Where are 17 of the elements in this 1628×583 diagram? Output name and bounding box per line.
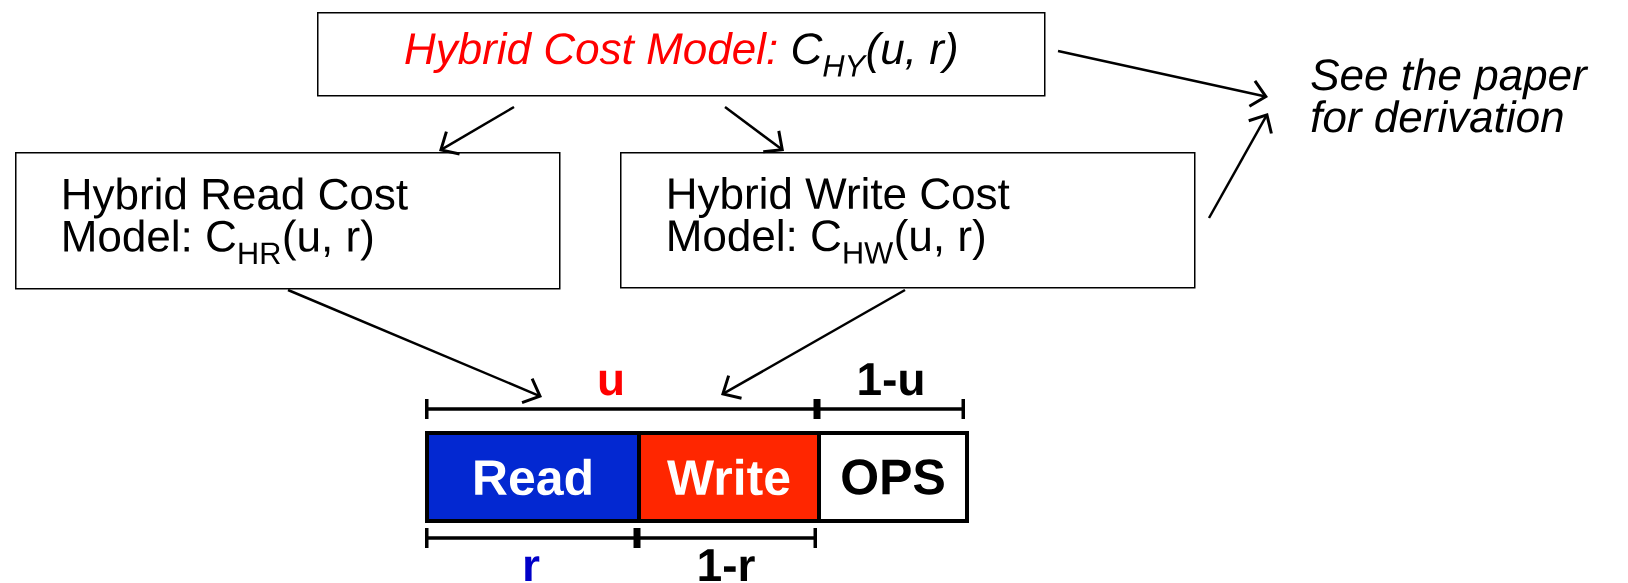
dimension-label: r [525,556,540,581]
arrow [439,105,515,156]
note-text: See the paper for derivation [1311,58,1589,133]
arrow [721,288,906,400]
bar-segment: Read [425,431,641,523]
dimension-label: u [599,370,622,396]
model-box: Hybrid Cost Model: C$_{HY}$(u, r) [317,12,1046,97]
model-box: Hybrid Read Cost Model: C$_{HR}$(u, r) [15,152,561,290]
bar-segment: Write [637,431,821,523]
arrow [1207,113,1273,219]
dimension-label: 1-r [699,549,755,581]
bar-segment: OPS [817,431,969,523]
arrow [724,106,784,154]
dimension-label: 1-u [859,363,923,396]
arrow [1057,49,1268,108]
model-box: Hybrid Write Cost Model: C$_{HW}$(u, r) [620,152,1196,289]
arrow [287,288,542,405]
